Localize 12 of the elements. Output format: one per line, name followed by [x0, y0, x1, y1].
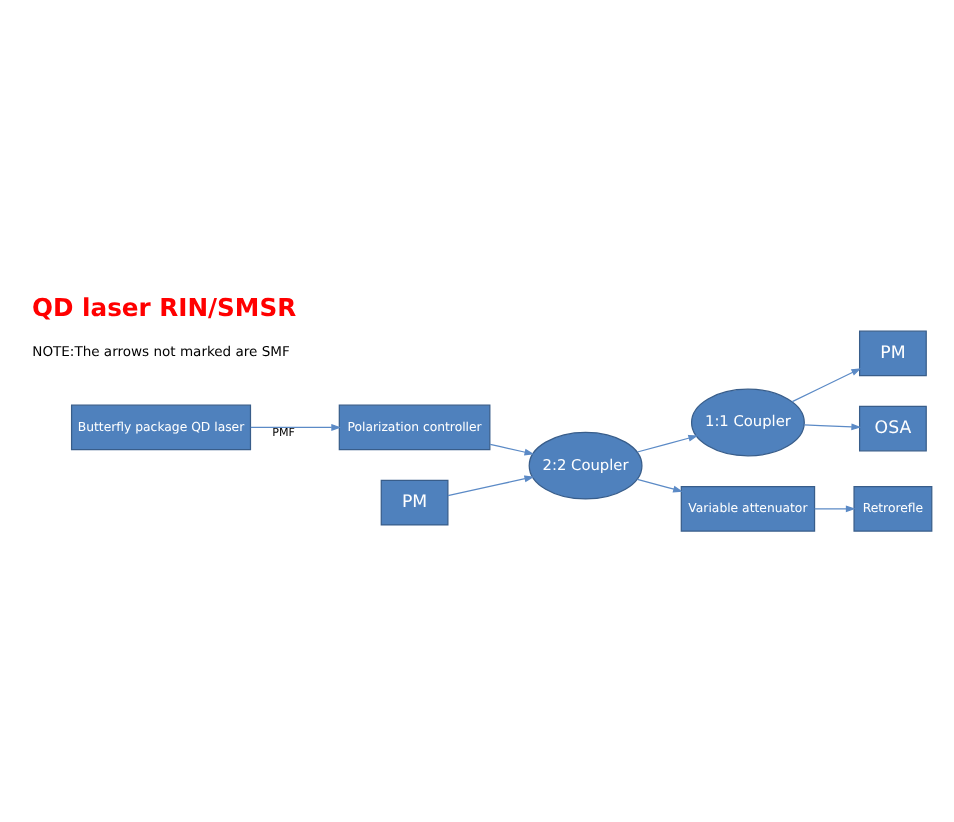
node-box: OSA [859, 404, 927, 451]
arrow [447, 474, 535, 496]
arrow [813, 504, 856, 512]
node-box: PM [380, 478, 449, 525]
arrow [250, 422, 342, 430]
diagram-title: QD laser RIN/SMSR [32, 293, 297, 322]
arrow [636, 433, 699, 452]
arrow [803, 422, 862, 430]
arrow [636, 477, 683, 492]
node-box: PM [859, 329, 927, 376]
arrow [791, 367, 862, 402]
arrow [489, 442, 535, 455]
